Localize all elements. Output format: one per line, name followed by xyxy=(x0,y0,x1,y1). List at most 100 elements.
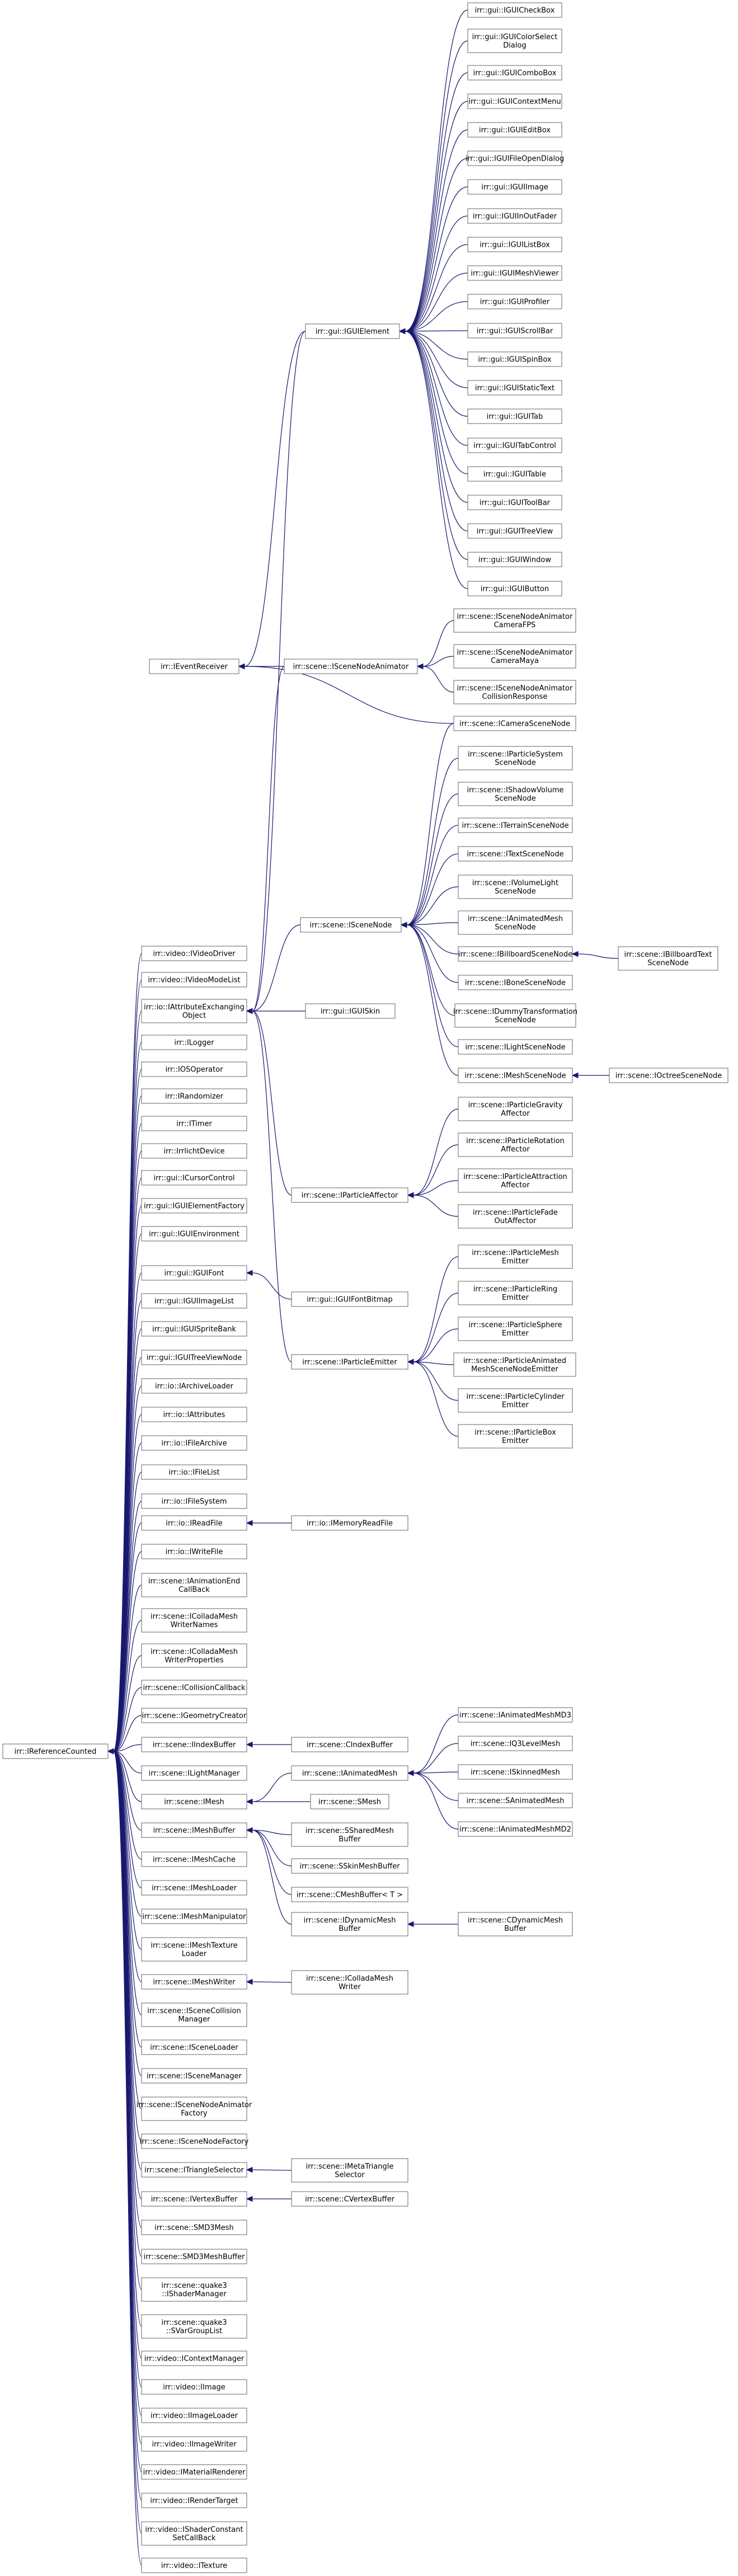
class-node-ivertex-buffer[interactable]: irr::scene::IVertexBuffer xyxy=(141,2191,247,2207)
class-node-iattributes[interactable]: irr::io::IAttributes xyxy=(141,1407,247,1422)
class-node-ifile-list[interactable]: irr::io::IFileList xyxy=(141,1464,247,1480)
class-node-iguiimage[interactable]: irr::gui::IGUIImage xyxy=(467,179,562,195)
class-node-smesh[interactable]: irr::scene::SMesh xyxy=(310,1794,389,1809)
class-node-ioctree-scene-node[interactable]: irr::scene::IOctreeSceneNode xyxy=(609,1068,728,1083)
class-node-iparticle-animated-mesh-scene-node-emitter[interactable]: irr::scene::IParticleAnimatedMeshSceneNo… xyxy=(453,1352,576,1377)
class-node-sanimated-mesh[interactable]: irr::scene::SAnimatedMesh xyxy=(458,1793,573,1808)
class-node-iguicontext-menu[interactable]: irr::gui::IGUIContextMenu xyxy=(467,93,562,109)
class-node-iscene-loader[interactable]: irr::scene::ISceneLoader xyxy=(141,2039,247,2055)
class-node-ianimated-mesh-md2[interactable]: irr::scene::IAnimatedMeshMD2 xyxy=(458,1821,573,1837)
class-node-iparticle-affector[interactable]: irr::scene::IParticleAffector xyxy=(291,1187,408,1203)
class-node-irandomizer[interactable]: irr::IRandomizer xyxy=(141,1088,247,1104)
class-node-iterrain-scene-node[interactable]: irr::scene::ITerrainSceneNode xyxy=(458,817,573,833)
class-node-iparticle-emitter[interactable]: irr::scene::IParticleEmitter xyxy=(291,1354,408,1370)
class-node-ievent-receiver[interactable]: irr::IEventReceiver xyxy=(149,659,239,674)
class-node-ifile-system[interactable]: irr::io::IFileSystem xyxy=(141,1493,247,1509)
class-node-iguiedit-box[interactable]: irr::gui::IGUIEditBox xyxy=(467,122,562,138)
class-node-iguiskin[interactable]: irr::gui::IGUISkin xyxy=(305,1003,396,1019)
class-node-icamera-scene-node[interactable]: irr::scene::ICameraSceneNode xyxy=(453,716,576,731)
class-node-cindex-buffer[interactable]: irr::scene::CIndexBuffer xyxy=(291,1737,408,1752)
class-node-sskin-mesh-buffer[interactable]: irr::scene::SSkinMeshBuffer xyxy=(291,1858,408,1874)
class-node-iskinned-mesh[interactable]: irr::scene::ISkinnedMesh xyxy=(458,1764,573,1780)
class-node-itext-scene-node[interactable]: irr::scene::ITextSceneNode xyxy=(458,846,573,862)
class-node-iguielement[interactable]: irr::gui::IGUIElement xyxy=(305,323,400,339)
class-node-iguiscroll-bar[interactable]: irr::gui::IGUIScrollBar xyxy=(467,323,562,339)
class-node-iguiwindow[interactable]: irr::gui::IGUIWindow xyxy=(467,552,562,567)
class-node-iread-file[interactable]: irr::io::IReadFile xyxy=(141,1515,247,1531)
class-node-itriangle-selector[interactable]: irr::scene::ITriangleSelector xyxy=(141,2162,247,2178)
class-node-iscene-manager[interactable]: irr::scene::ISceneManager xyxy=(141,2068,247,2084)
class-node-iguistatic-text[interactable]: irr::gui::IGUIStaticText xyxy=(467,380,562,396)
class-node-iq3-level-mesh[interactable]: irr::scene::IQ3LevelMesh xyxy=(458,1736,573,1751)
class-node-ifile-archive[interactable]: irr::io::IFileArchive xyxy=(141,1435,247,1451)
class-node-smd3-mesh[interactable]: irr::scene::SMD3Mesh xyxy=(141,2220,247,2235)
class-node-iguitree-view[interactable]: irr::gui::IGUITreeView xyxy=(467,523,562,539)
class-node-iarchive-loader[interactable]: irr::io::IArchiveLoader xyxy=(141,1378,247,1394)
class-node-iguilist-box[interactable]: irr::gui::IGUIListBox xyxy=(467,237,562,252)
class-node-cmesh-buffer[interactable]: irr::scene::CMeshBuffer< T > xyxy=(291,1887,408,1902)
class-node-ivideo-driver[interactable]: irr::video::IVideoDriver xyxy=(141,946,247,961)
class-node-ilight-scene-node[interactable]: irr::scene::ILightSceneNode xyxy=(458,1039,573,1055)
class-node-iguiimage-list[interactable]: irr::gui::IGUIImageList xyxy=(141,1293,247,1309)
class-node-iosoperator[interactable]: irr::IOSOperator xyxy=(141,1061,247,1077)
class-node-imesh-buffer[interactable]: irr::scene::IMeshBuffer xyxy=(141,1822,247,1838)
class-node-iguitab-control[interactable]: irr::gui::IGUITabControl xyxy=(467,438,562,453)
class-node-iguienvironment[interactable]: irr::gui::IGUIEnvironment xyxy=(141,1226,247,1242)
class-node-imesh-writer[interactable]: irr::scene::IMeshWriter xyxy=(141,1974,247,1990)
class-node-iscene-node-animator-collision-response[interactable]: irr::scene::ISceneNodeAnimatorCollisionR… xyxy=(453,680,576,704)
class-node-iguitree-view-node[interactable]: irr::gui::IGUITreeViewNode xyxy=(141,1350,247,1365)
class-node-iguispin-box[interactable]: irr::gui::IGUISpinBox xyxy=(467,351,562,367)
class-node-ilight-manager[interactable]: irr::scene::ILightManager xyxy=(141,1765,247,1781)
class-node-iguifont[interactable]: irr::gui::IGUIFont xyxy=(141,1265,247,1281)
class-node-ivideo-mode-list[interactable]: irr::video::IVideoModeList xyxy=(141,972,247,988)
class-node-smd3-mesh-buffer[interactable]: irr::scene::SMD3MeshBuffer xyxy=(141,2249,247,2264)
class-node-iguitable[interactable]: irr::gui::IGUITable xyxy=(467,466,562,482)
class-node-iguibutton[interactable]: irr::gui::IGUIButton xyxy=(467,581,562,596)
class-node-imesh-manipulator[interactable]: irr::scene::IMeshManipulator xyxy=(141,1909,247,1924)
class-node-imesh-cache[interactable]: irr::scene::IMeshCache xyxy=(141,1851,247,1867)
class-node-itexture[interactable]: irr::video::ITexture xyxy=(141,2558,247,2573)
class-node-imesh[interactable]: irr::scene::IMesh xyxy=(141,1794,247,1809)
class-node-iguiin-out-fader[interactable]: irr::gui::IGUIInOutFader xyxy=(467,208,562,224)
class-node-ibone-scene-node[interactable]: irr::scene::IBoneSceneNode xyxy=(458,975,573,990)
class-node-irender-target[interactable]: irr::video::IRenderTarget xyxy=(141,2493,247,2508)
class-node-ishader-manager[interactable]: irr::scene::quake3::IShaderManager xyxy=(141,2277,247,2302)
class-node-imemory-read-file[interactable]: irr::io::IMemoryReadFile xyxy=(291,1515,408,1531)
class-node-imesh-scene-node[interactable]: irr::scene::IMeshSceneNode xyxy=(458,1068,573,1083)
class-node-cvertex-buffer[interactable]: irr::scene::CVertexBuffer xyxy=(291,2191,408,2207)
class-node-ibillboard-scene-node[interactable]: irr::scene::IBillboardSceneNode xyxy=(458,946,573,962)
class-node-igeometry-creator[interactable]: irr::scene::IGeometryCreator xyxy=(141,1708,247,1723)
class-node-iscene-node-animator[interactable]: irr::scene::ISceneNodeAnimator xyxy=(284,659,418,674)
class-node-iimage[interactable]: irr::video::IImage xyxy=(141,2379,247,2395)
class-node-imaterial-renderer[interactable]: irr::video::IMaterialRenderer xyxy=(141,2464,247,2480)
class-node-iguisprite-bank[interactable]: irr::gui::IGUISpriteBank xyxy=(141,1321,247,1337)
class-node-iguifile-open-dialog[interactable]: irr::gui::IGUIFileOpenDialog xyxy=(466,151,565,166)
class-node-itimer[interactable]: irr::ITimer xyxy=(141,1116,247,1131)
